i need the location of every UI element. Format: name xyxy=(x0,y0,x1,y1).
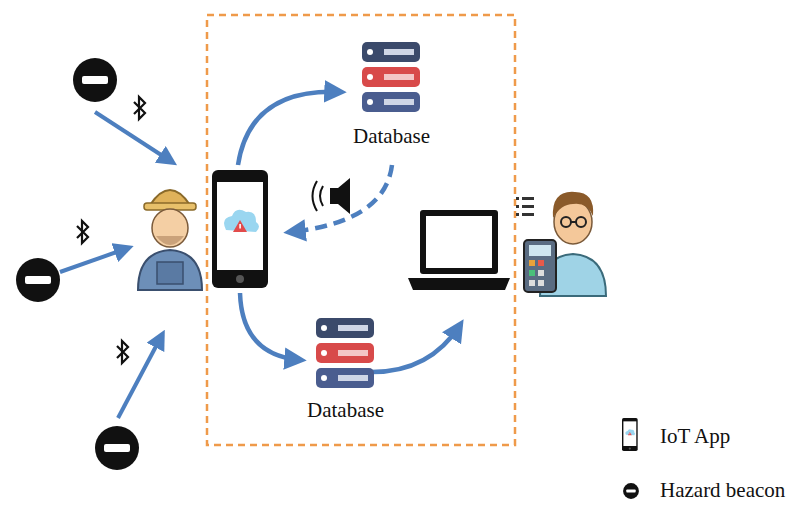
legend-entry: IoT App xyxy=(660,424,730,449)
legend-text: Hazard beacon xyxy=(660,478,785,502)
database-label: Database xyxy=(353,124,430,149)
legend-entry: Hazard beacon xyxy=(660,478,785,503)
database-node: Database xyxy=(349,124,434,151)
legend-text: IoT App xyxy=(660,424,730,448)
database-label: Database xyxy=(307,398,384,423)
database-node: Database xyxy=(303,398,388,425)
